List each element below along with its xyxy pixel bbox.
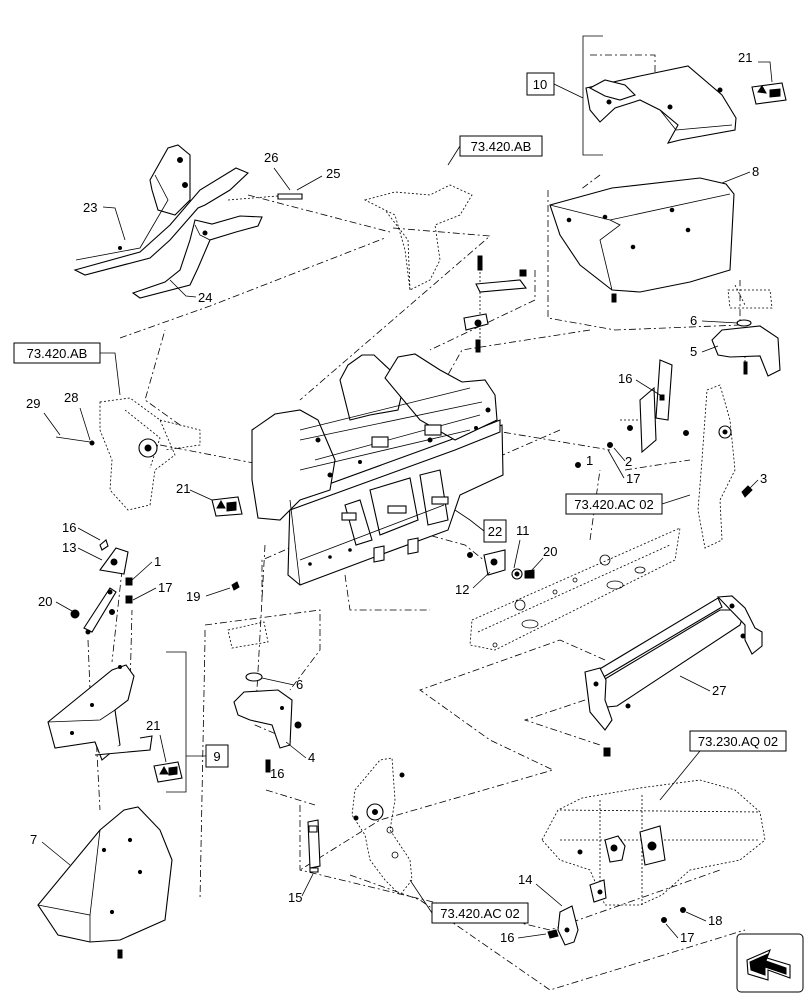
callout-18: 18 (708, 913, 722, 928)
ref-label-73420ab-top: 73.420.AB (471, 139, 532, 154)
ref-73420ab-top: 73.420.AB (363, 135, 543, 291)
hardware-11-12-20: 11 20 12 (455, 523, 557, 597)
callout-5: 5 (690, 344, 697, 359)
ref-label-73420ac02-bottom: 73.420.AC 02 (440, 906, 520, 921)
callout-14: 14 (518, 872, 532, 887)
ref-73420ac02-mid: 73.420.AC 02 (469, 493, 691, 651)
callout-17-right: 17 (626, 471, 640, 486)
callout-26: 26 (264, 150, 278, 165)
callout-10: 10 (533, 77, 547, 92)
callout-1-left: 1 (154, 554, 161, 569)
hardware-left-group: 16 13 1 17 20 (38, 520, 172, 635)
callout-20-right: 20 (543, 544, 557, 559)
callout-17-left: 17 (158, 580, 172, 595)
callout-8: 8 (752, 164, 759, 179)
callout-13: 13 (62, 540, 76, 555)
ref-73230aq02: 73.230.AQ 02 (541, 730, 787, 906)
part-22-frame: 22 (251, 353, 507, 586)
callout-19: 19 (186, 589, 200, 604)
part-15-strut: 15 (288, 819, 321, 905)
callout-12: 12 (455, 582, 469, 597)
part-10-cover-assembly: 10 (526, 35, 737, 156)
callout-17-bottom: 17 (680, 930, 694, 945)
callout-22: 22 (488, 524, 502, 539)
callout-29: 29 (26, 396, 40, 411)
part-21-warning-decal-mid: 21 (176, 481, 243, 517)
callout-6-right: 6 (690, 313, 697, 328)
part-8-hood: 8 (549, 164, 759, 303)
callout-28: 28 (64, 390, 78, 405)
callout-15: 15 (288, 890, 302, 905)
callout-16-bottom: 16 (500, 930, 514, 945)
part-3-arm: 3 (697, 384, 767, 549)
ref-label-73230aq02: 73.230.AQ 02 (698, 734, 778, 749)
part-7-hood: 7 (30, 806, 173, 959)
callout-16-left: 16 (62, 520, 76, 535)
assembly-lines (87, 174, 746, 991)
part-21-warning-decal-left: 21 (146, 718, 183, 783)
callout-11: 11 (516, 523, 530, 538)
part-24-bracket: 24 (131, 215, 263, 305)
callout-23: 23 (83, 200, 97, 215)
callout-9: 9 (213, 749, 220, 764)
callout-7: 7 (30, 832, 37, 847)
part-21-warning-decal-top: 21 (738, 50, 787, 105)
hardware-right-16-17-1-2: 16 1 2 17 (575, 359, 689, 486)
ref-73420ab-left: 73.420.AB 29 28 (13, 342, 201, 511)
part-14-latch: 14 16 17 18 (500, 872, 722, 946)
callout-2: 2 (625, 454, 632, 469)
part-5-bracket: 6 5 (690, 289, 781, 377)
ref-label-73420ab-left: 73.420.AB (27, 346, 88, 361)
callout-16-right: 16 (618, 371, 632, 386)
hardware-center-top (463, 255, 528, 353)
part-27-channel: 27 (584, 595, 763, 757)
callout-1-right: 1 (586, 453, 593, 468)
callout-27: 27 (712, 683, 726, 698)
warning-decal-icon (757, 85, 767, 94)
callout-21-mid: 21 (176, 481, 190, 496)
part-23-bracket: 23 (73, 144, 249, 276)
callout-16-center: 16 (270, 766, 284, 781)
callout-3: 3 (760, 471, 767, 486)
ref-label-73420ac02-mid: 73.420.AC 02 (574, 497, 654, 512)
ref-73420ac02-bottom: 73.420.AC 02 (351, 757, 529, 924)
callout-4: 4 (308, 750, 315, 765)
part-25-26-pins: 26 25 (264, 150, 340, 200)
part-9-cover-assembly: 9 (47, 651, 229, 793)
arrow-navigation-icon (736, 933, 804, 993)
callout-21-left: 21 (146, 718, 160, 733)
callout-21-top: 21 (738, 50, 752, 65)
part-19-bolt: 19 (186, 581, 240, 604)
callout-25: 25 (326, 166, 340, 181)
callout-20-left: 20 (38, 594, 52, 609)
part-4-bracket: 6 4 16 (227, 621, 315, 781)
callout-6-center: 6 (296, 677, 303, 692)
callout-24: 24 (198, 290, 212, 305)
